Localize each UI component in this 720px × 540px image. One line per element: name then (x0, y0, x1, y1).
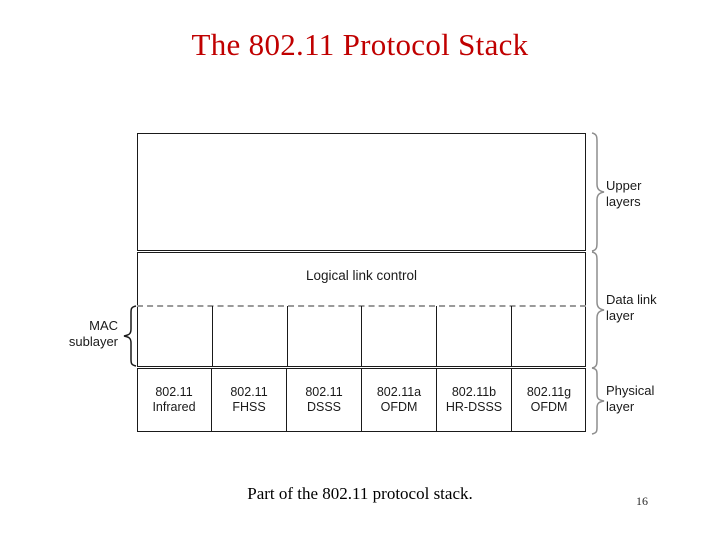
phy-cell-802-11-fhss: 802.11 FHSS (211, 368, 286, 432)
side-label-upper-layers: Upper layers (606, 178, 641, 210)
page-title: The 802.11 Protocol Stack (191, 27, 529, 62)
brace-physical-layer-icon (591, 367, 605, 435)
upper-layers-box (137, 133, 586, 251)
phy-cell-802-11-dsss: 802.11 DSSS (286, 368, 361, 432)
phy-cell-line2: FHSS (232, 400, 266, 414)
mac-divider-2 (286, 306, 288, 367)
phy-cell-line2: Infrared (152, 400, 196, 414)
phy-cell-802-11a-ofdm: 802.11a OFDM (361, 368, 436, 432)
physical-layer-cells: 802.11 Infrared 802.11 FHSS 802.11 DSSS … (137, 368, 586, 432)
protocol-stack-diagram: Logical link control 802.11 Infrared 802… (48, 132, 657, 435)
brace-mac-sublayer-icon (123, 305, 137, 367)
phy-cell-line2: DSSS (306, 400, 342, 414)
side-label-data-link-layer: Data link layer (606, 292, 657, 324)
phy-cell-802-11g-ofdm: 802.11g OFDM (511, 368, 586, 432)
mac-divider-4 (436, 306, 438, 367)
phy-cell-line1: 802.11b (451, 385, 497, 399)
phy-cell-line2: HR-DSSS (445, 400, 503, 414)
mac-divider-3 (361, 306, 363, 367)
phy-cell-line1: 802.11 (305, 385, 343, 399)
side-label-line1: Upper (606, 178, 642, 193)
phy-cell-line1: 802.11 (155, 385, 193, 399)
side-label-line1: Physical (606, 383, 655, 398)
phy-cell-802-11-infrared: 802.11 Infrared (137, 368, 211, 432)
phy-cell-802-11b-hr-dsss: 802.11b HR-DSSS (436, 368, 511, 432)
mac-sublayer-line1: MAC (89, 318, 118, 333)
brace-upper-layers-icon (591, 132, 605, 252)
slide-caption: Part of the 802.11 protocol stack. (247, 484, 473, 503)
side-label-line2: layer (606, 399, 635, 414)
side-label-line2: layer (606, 308, 635, 323)
phy-cell-line1: 802.11g (526, 385, 572, 399)
mac-divider-1 (211, 306, 213, 367)
side-label-physical-layer: Physical layer (606, 383, 654, 415)
mac-divider-5 (511, 306, 512, 367)
side-label-line2: layers (606, 194, 641, 209)
phy-cell-line2: OFDM (380, 400, 418, 414)
phy-cell-line1: 802.11a (376, 385, 422, 399)
phy-cell-line2: OFDM (530, 400, 568, 414)
phy-cell-line1: 802.11 (230, 385, 268, 399)
logical-link-control-label: Logical link control (305, 268, 418, 283)
mac-sublayer-line2: sublayer (68, 334, 118, 349)
brace-data-link-layer-icon (591, 251, 605, 369)
page-number: 16 (636, 494, 648, 508)
side-label-line1: Data link (606, 292, 657, 307)
side-label-mac-sublayer: MAC sublayer (48, 318, 118, 350)
